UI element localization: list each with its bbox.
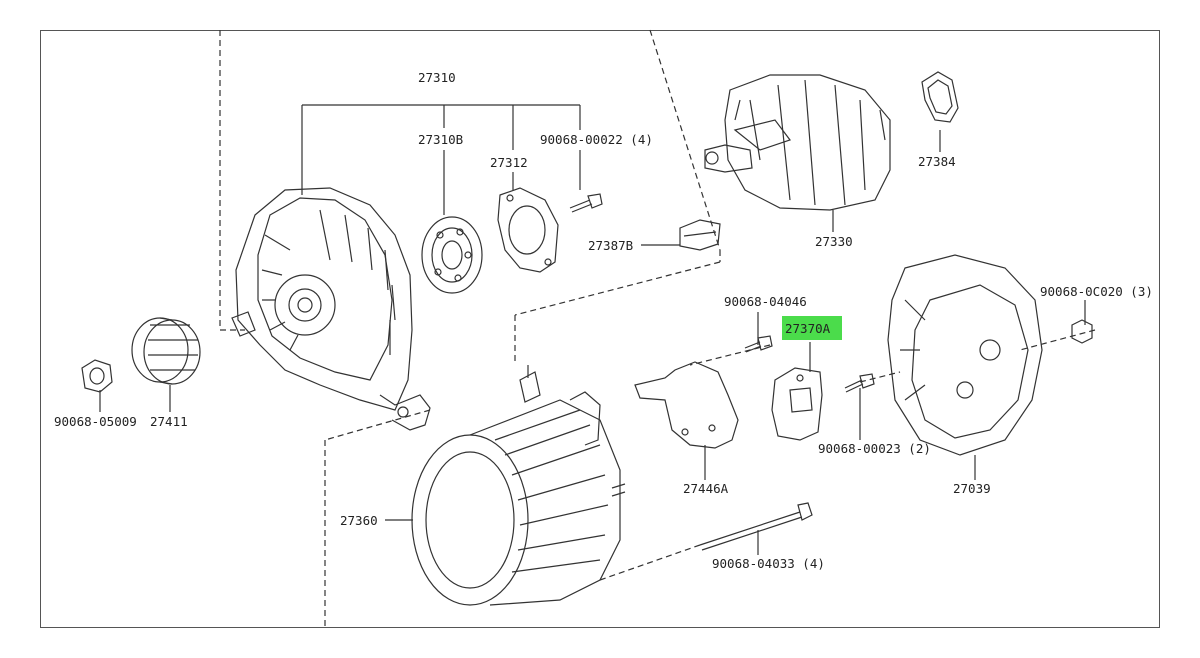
label-27446a[interactable]: 27446A xyxy=(683,481,729,496)
label-90068-05009[interactable]: 90068-05009 xyxy=(54,414,137,429)
label-90068-00023[interactable]: 90068-00023 (2) xyxy=(818,441,931,456)
cover-plate-part xyxy=(634,361,739,449)
brush-holder-part xyxy=(771,367,823,441)
label-27384[interactable]: 27384 xyxy=(918,154,956,169)
rear-housing-part xyxy=(231,187,431,431)
pulley-part xyxy=(131,317,201,385)
bolt-00023-part xyxy=(844,373,875,393)
bolt-00022-part xyxy=(569,193,603,213)
bearing-part xyxy=(421,216,483,294)
assembly-dash-lines xyxy=(219,29,1096,628)
label-27039[interactable]: 27039 xyxy=(953,481,991,496)
rotor-part xyxy=(704,74,891,211)
label-27387b[interactable]: 27387B xyxy=(588,238,633,253)
label-27330[interactable]: 27330 xyxy=(815,234,853,249)
part-labels: 27310 27310B 27312 90068-00022 (4) 27387… xyxy=(54,70,1153,571)
label-90068-0c020[interactable]: 90068-0C020 (3) xyxy=(1040,284,1153,299)
bolt-04046-part xyxy=(744,335,773,353)
label-27312[interactable]: 27312 xyxy=(490,155,528,170)
diagram-frame xyxy=(40,30,1160,628)
label-90068-04046[interactable]: 90068-04046 xyxy=(724,294,807,309)
ring-part xyxy=(921,71,959,123)
label-27310b[interactable]: 27310B xyxy=(418,132,463,147)
stator-housing-part xyxy=(411,365,626,606)
label-27411[interactable]: 27411 xyxy=(150,414,188,429)
nut-0c020-part xyxy=(1071,319,1093,344)
highlight-box xyxy=(782,316,842,340)
label-90068-04033[interactable]: 90068-04033 (4) xyxy=(712,556,825,571)
through-bolt-part xyxy=(699,502,813,551)
label-27310[interactable]: 27310 xyxy=(418,70,456,85)
pulley-nut-part xyxy=(81,359,113,393)
leader-lines xyxy=(99,104,1086,555)
spacer-part xyxy=(679,219,721,251)
retainer-plate-part xyxy=(497,187,559,273)
label-90068-00022[interactable]: 90068-00022 (4) xyxy=(540,132,653,147)
label-27360[interactable]: 27360 xyxy=(340,513,378,528)
label-27370a[interactable]: 27370A xyxy=(785,321,831,336)
end-cover-part xyxy=(887,254,1043,456)
